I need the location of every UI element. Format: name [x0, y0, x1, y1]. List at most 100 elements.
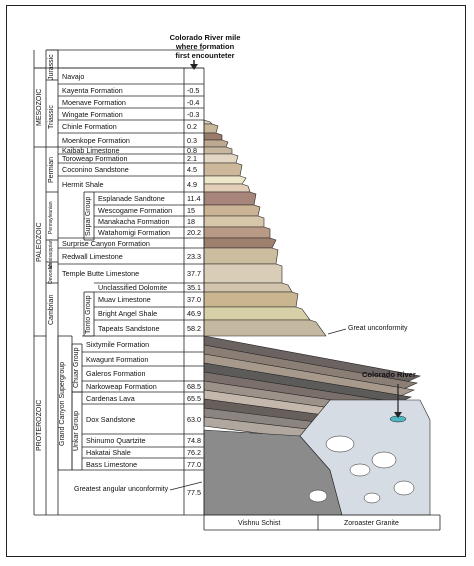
- formation-name: Cardenas Lava: [86, 393, 135, 403]
- formation-mile: 23.3: [187, 251, 201, 261]
- formation-name: Hermit Shale: [62, 179, 104, 189]
- group-label: Chuar Group: [73, 347, 80, 389]
- formation-name: Surprise Canyon Formation: [62, 238, 150, 248]
- period-label: Jurassic: [48, 54, 55, 81]
- formation-mile: 0.2: [187, 122, 197, 131]
- formation-name: Chinle Formation: [62, 122, 117, 131]
- formation-mile: 58.2: [187, 323, 201, 333]
- formation-name: Unclassified Dolomite: [98, 283, 168, 292]
- granite-blob: [363, 492, 381, 504]
- cliff-layer: [203, 139, 229, 148]
- colorado-river-label: Colorado River: [362, 370, 416, 379]
- zoroaster-granite-label: Zoroaster Granite: [344, 520, 399, 527]
- cliff-layer: [203, 146, 233, 155]
- greatest-unconformity-label: Greatest angular unconformity: [74, 486, 169, 493]
- great-unconformity-label: Great unconformity: [348, 325, 408, 332]
- cliff-layer: [203, 162, 243, 177]
- period-label: Triassic: [48, 104, 55, 129]
- formation-name: Bass Limestone: [86, 459, 138, 469]
- formation-mile: 76.2: [187, 448, 201, 457]
- group-label: Supai Group: [85, 197, 92, 237]
- formation-name: Wescogame Formation: [98, 206, 173, 215]
- mile-header-line-2: where formation: [175, 42, 235, 51]
- formation-name: Shinumo Quartzite: [86, 436, 146, 445]
- formation-name: Wingate Formation: [62, 109, 123, 119]
- formation-mile: 11.4: [187, 194, 201, 203]
- formation-name: Temple Butte Limestone: [62, 269, 140, 278]
- mile-header-line-1: Colorado River mile: [169, 33, 241, 42]
- formation-name: Hakatai Shale: [86, 448, 131, 457]
- group-label: Grand Canyon Supergroup: [59, 361, 66, 446]
- cliff-layer: [203, 226, 271, 239]
- granite-blob: [349, 463, 371, 477]
- great-unconformity-pointer: [327, 328, 347, 335]
- granite-blob: [325, 435, 355, 453]
- formation-mile: 4.5: [187, 165, 197, 174]
- cliff-layer: [203, 215, 265, 228]
- formation-name: Manakacha Formation: [98, 217, 170, 226]
- period-label: Pennsylvanian: [48, 201, 54, 235]
- formation-name: Narkoweap Formation: [86, 382, 157, 391]
- era-label: MESOZOIC: [36, 88, 43, 126]
- cliff-layer: [203, 175, 247, 185]
- formation-mile: 37.7: [187, 269, 201, 278]
- formation-name: Moenave Formation: [62, 97, 126, 107]
- formation-name: Kayenta Formation: [62, 85, 123, 95]
- formation-mile: 63.0: [187, 414, 201, 424]
- formation-name: Coconino Sandstone: [62, 165, 129, 174]
- formation-mile: 77.5: [187, 488, 201, 497]
- formation-mile: 18: [187, 217, 195, 226]
- group-label: Unkar Group: [73, 411, 80, 452]
- cliff-layer: [203, 237, 277, 249]
- formation-name: Esplanade Sandtone: [98, 194, 165, 203]
- period-label: Devonian: [48, 262, 54, 284]
- era-label: PROTEROZOIC: [36, 399, 43, 451]
- formation-mile: 0.3: [187, 135, 197, 145]
- formation-name: Muav Limestone: [98, 295, 151, 304]
- formation-name: Bright Angel Shale: [98, 309, 158, 318]
- formation-mile: 4.9: [187, 179, 197, 189]
- formation-mile: 20.2: [187, 228, 201, 237]
- formation-mile: 2.1: [187, 154, 197, 163]
- formation-mile: 74.8: [187, 436, 201, 445]
- formation-mile: -0.5: [187, 85, 200, 95]
- cliff-layer: [203, 306, 311, 321]
- formation-name: Watahomigi Formation: [98, 228, 171, 237]
- greatest-unconformity-pointer: [169, 481, 203, 491]
- era-label: PALEOZOIC: [36, 222, 43, 263]
- cliff-layer: [203, 153, 239, 164]
- cliff-layer: [203, 183, 251, 193]
- vishnu-schist-label: Vishnu Schist: [238, 520, 281, 527]
- mile-header-line-3: first encounteter: [175, 51, 235, 60]
- formation-name: Galeros Formation: [86, 369, 146, 378]
- cliff-layer: [203, 319, 327, 337]
- mile-header: Colorado River mile where formation firs…: [150, 33, 260, 60]
- formation-name: Tapeats Sandstone: [98, 323, 160, 333]
- formation-mile: -0.4: [187, 97, 200, 107]
- cliff-layer: [203, 291, 299, 308]
- period-label: Permian: [48, 156, 55, 183]
- figure-border: [6, 5, 466, 557]
- period-label: Cambrian: [48, 294, 55, 325]
- cliff-layer: [203, 263, 283, 284]
- header-arrow-head: [190, 64, 198, 70]
- cliff-layer: [203, 191, 257, 206]
- formation-mile: 65.5: [187, 393, 201, 403]
- formation-name: Kwagunt Formation: [86, 354, 149, 364]
- formation-name: Toroweap Formation: [62, 154, 128, 163]
- cliff-layer: [203, 282, 293, 293]
- river-arrow-head: [394, 412, 402, 418]
- granite-blob: [393, 480, 415, 496]
- cliff-layer: [203, 119, 213, 125]
- granite-blob: [308, 489, 328, 503]
- formation-mile: -0.3: [187, 109, 200, 119]
- granite-blob: [371, 451, 397, 469]
- cliff-layer: [203, 132, 223, 141]
- formation-mile: 0.8: [187, 146, 197, 155]
- formation-name: Dox Sandstone: [86, 414, 136, 424]
- cliff-layer: [203, 123, 219, 134]
- formation-mile: 68.5: [187, 382, 201, 391]
- formation-name: Sixtymile Formation: [86, 339, 150, 349]
